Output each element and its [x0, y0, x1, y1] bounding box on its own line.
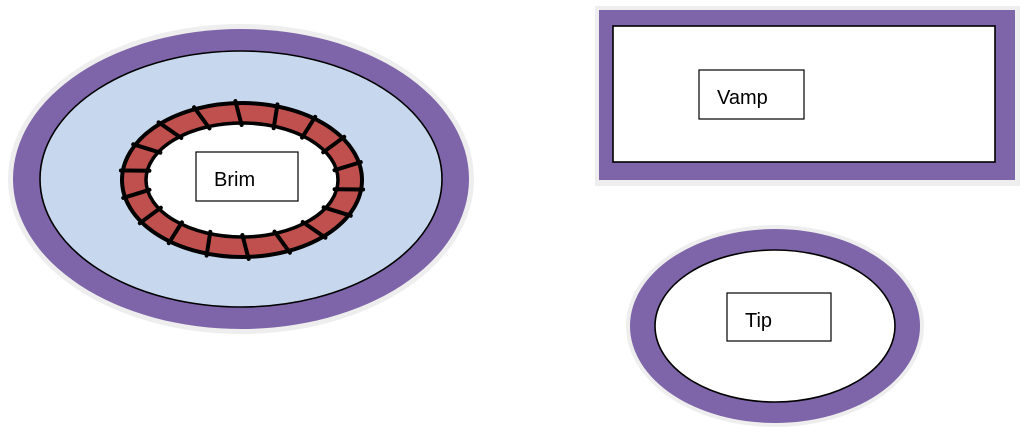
brim-stitch-mark	[131, 142, 163, 155]
brim-stitch-mark	[121, 187, 152, 200]
brim-piece: Brim	[8, 24, 474, 334]
vamp-label-box	[698, 69, 805, 120]
brim-stitch-mark	[204, 229, 213, 258]
brim-stitch-mark	[321, 134, 347, 155]
brim-stitch-mark	[300, 220, 328, 240]
brim-stitch-mark	[156, 120, 184, 140]
tip-piece: Tip	[626, 225, 924, 427]
brim-stitch-mark	[240, 233, 251, 261]
tip-label: Tip	[745, 310, 772, 332]
tip-label-box	[726, 292, 832, 342]
brim-stitch-mark	[321, 205, 353, 218]
brim-stitch-mark	[137, 205, 163, 226]
brim-label-box	[195, 151, 299, 202]
brim-stitch-marks	[118, 99, 366, 261]
brim-stitch-mark	[272, 229, 292, 255]
brim-stitch-mark	[300, 114, 318, 140]
brim-stitch-mark	[271, 102, 280, 131]
brim-stitch-mark	[233, 99, 244, 127]
vamp-label: Vamp	[717, 87, 768, 109]
brim-stitch-mark	[166, 220, 184, 246]
brim-stitch-mark	[192, 105, 212, 131]
brim-stitch-mark	[332, 160, 363, 173]
brim-label: Brim	[214, 169, 255, 191]
vamp-piece: Vamp	[595, 6, 1020, 186]
